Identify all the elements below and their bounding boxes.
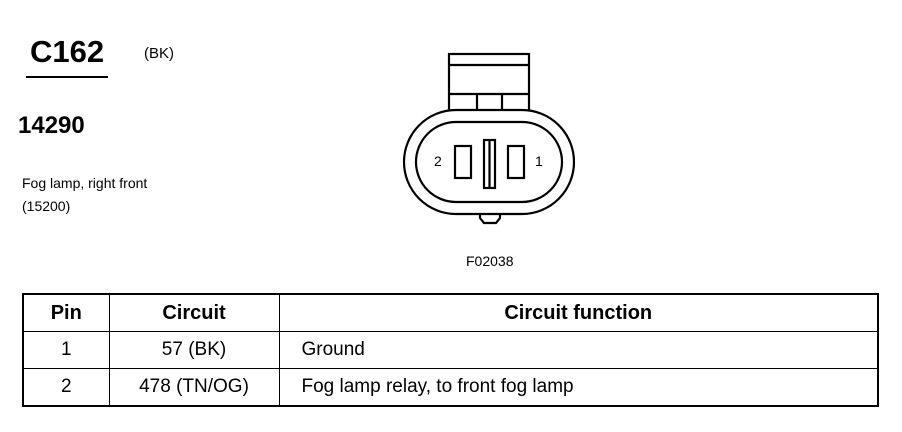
circuit-function-cell: Fog lamp relay, to front fog lamp — [278, 368, 879, 407]
pin-label-1: 1 — [535, 153, 543, 169]
figure-code: F02038 — [466, 253, 514, 269]
pinout-table: Pin Circuit Circuit function 1 57 (BK) G… — [22, 293, 879, 407]
pin-cavity-2 — [453, 144, 473, 180]
pin-cavity-1 — [506, 144, 526, 180]
pin-label-2: 2 — [434, 153, 442, 169]
connector-id: C162 — [30, 34, 105, 69]
part-number: 14290 — [18, 112, 85, 139]
locking-tab — [447, 52, 531, 114]
table-header-row: Pin Circuit Circuit function — [22, 293, 879, 332]
circuit-cell: 57 (BK) — [108, 331, 280, 369]
connector-face-drawing: 2 1 — [402, 52, 576, 225]
table-row: 2 478 (TN/OG) Fog lamp relay, to front f… — [22, 368, 879, 407]
header-pin: Pin — [22, 293, 110, 332]
circuit-cell: 478 (TN/OG) — [108, 368, 280, 407]
connector-id-underline — [26, 76, 108, 78]
component-name: Fog lamp, right front — [22, 175, 148, 191]
connector-color: (BK) — [144, 45, 174, 62]
component-code: (15200) — [22, 198, 71, 214]
header-circuit-function: Circuit function — [278, 293, 879, 332]
pin-cell: 1 — [22, 331, 110, 369]
table-row: 1 57 (BK) Ground — [22, 331, 879, 369]
connector-inner-face — [414, 120, 564, 204]
header-circuit: Circuit — [108, 293, 280, 332]
pin-cell: 2 — [22, 368, 110, 407]
circuit-function-cell: Ground — [278, 331, 879, 369]
bottom-key — [478, 214, 502, 225]
